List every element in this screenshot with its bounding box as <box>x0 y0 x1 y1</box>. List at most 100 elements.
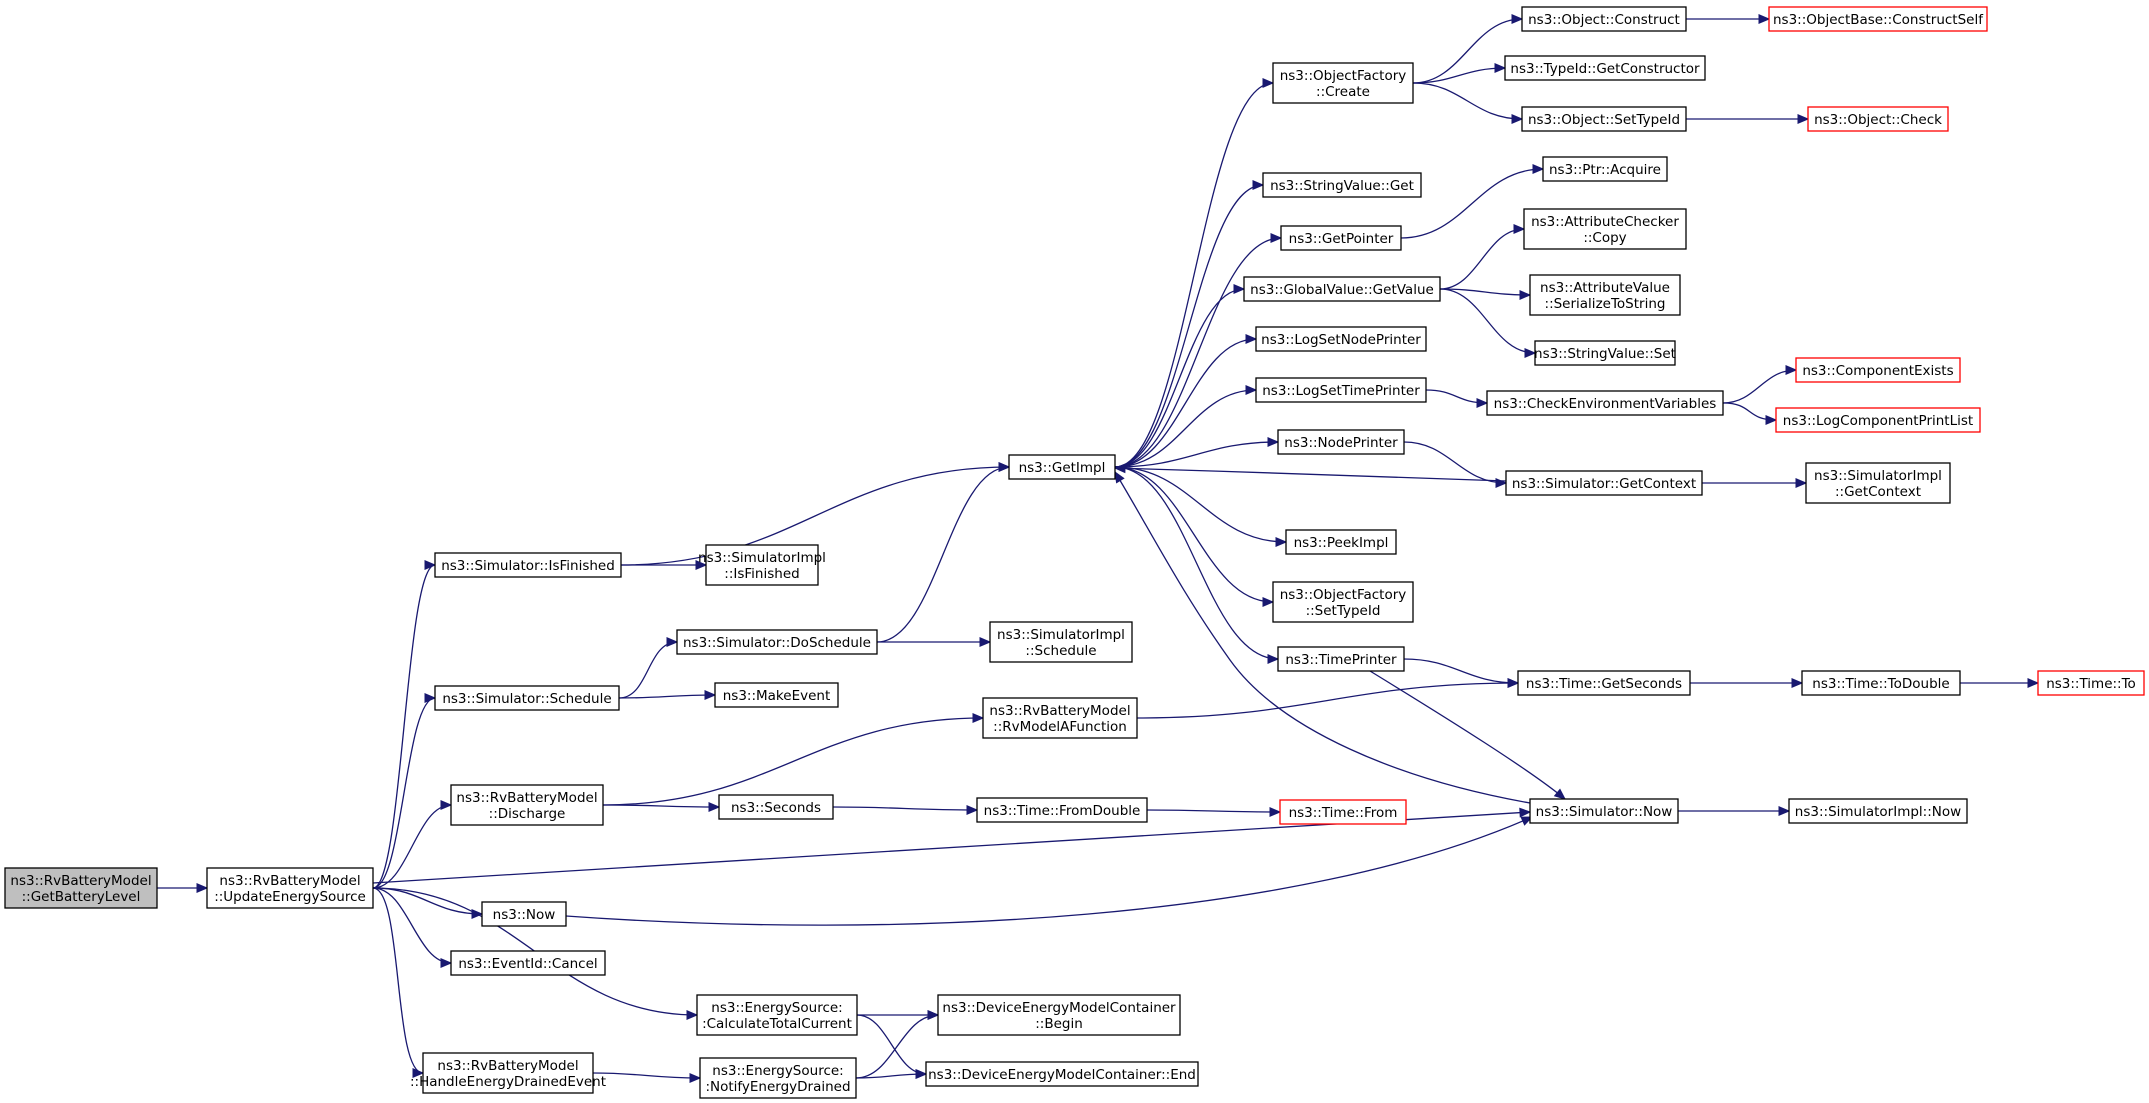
node-label-line: ::Begin <box>1035 1016 1083 1032</box>
node-cancel[interactable]: ns3::EventId::Cancel <box>450 950 606 976</box>
node-lognodeprinter[interactable]: ns3::LogSetNodePrinter <box>1255 326 1427 352</box>
node-box <box>206 867 374 909</box>
node-timegetsec[interactable]: ns3::Time::GetSeconds <box>1517 670 1691 696</box>
node-label-line: ns3::TimePrinter <box>1285 652 1397 668</box>
node-objbaseconstruct[interactable]: ns3::ObjectBase::ConstructSelf <box>1768 6 1988 32</box>
node-label-line: ns3::LogSetNodePrinter <box>1261 332 1421 348</box>
node-attrvalser[interactable]: ns3::AttributeValue::SerializeToString <box>1529 274 1681 316</box>
node-simimplgetctx[interactable]: ns3::SimulatorImpl::GetContext <box>1805 462 1951 504</box>
node-objcheck[interactable]: ns3::Object::Check <box>1807 106 1949 132</box>
arrow-head <box>1245 385 1258 395</box>
node-timefrom[interactable]: ns3::Time::From <box>1279 799 1407 825</box>
edge-getimpl-to-nodeprinter <box>1114 437 1280 468</box>
node-makeevent[interactable]: ns3::MakeEvent <box>714 682 839 708</box>
node-seconds[interactable]: ns3::Seconds <box>718 794 834 820</box>
node-nodeprinter[interactable]: ns3::NodePrinter <box>1277 429 1405 455</box>
node-label-line: ns3::ObjectFactory <box>1280 68 1407 84</box>
node-stringset[interactable]: ns3::StringValue::Set <box>1534 340 1676 366</box>
node-label-line: ns3::RvBatteryModel <box>437 1058 578 1074</box>
node-calctotal[interactable]: ns3::EnergySource::CalculateTotalCurrent <box>696 994 858 1036</box>
edge-getimpl-to-lognodeprinter <box>1114 334 1258 468</box>
edge-sched-to-dosched <box>618 637 679 699</box>
edge-line <box>372 697 436 889</box>
node-ptracquire[interactable]: ns3::Ptr::Acquire <box>1542 156 1668 182</box>
node-timeto[interactable]: ns3::Time::To <box>2037 670 2145 696</box>
edge-objconstruct-to-objbaseconstruct <box>1686 14 1771 24</box>
node-ofsettypeid[interactable]: ns3::ObjectFactory::SetTypeId <box>1272 581 1414 623</box>
node-ofcreate[interactable]: ns3::ObjectFactory::Create <box>1272 62 1414 104</box>
node-logtimeprinter[interactable]: ns3::LogSetTimePrinter <box>1255 377 1427 403</box>
node-peekimpl[interactable]: ns3::PeekImpl <box>1285 529 1397 555</box>
node-rvmodel[interactable]: ns3::RvBatteryModel::RvModelAFunction <box>982 697 1138 739</box>
node-box <box>1505 470 1703 496</box>
arrow-head <box>704 690 717 700</box>
edge-timetodouble-to-timeto <box>1959 678 2040 688</box>
node-checkenv[interactable]: ns3::CheckEnvironmentVariables <box>1486 390 1724 416</box>
node-label-line: ::Create <box>1316 84 1370 100</box>
node-isfin[interactable]: ns3::Simulator::IsFinished <box>434 552 622 578</box>
node-demend[interactable]: ns3::DeviceEnergyModelContainer::End <box>925 1061 1199 1087</box>
edge-line <box>1114 184 1264 468</box>
edge-line <box>1114 466 1274 603</box>
node-notifydrained[interactable]: ns3::EnergySource::NotifyEnergyDrained <box>699 1057 857 1099</box>
node-handledrained[interactable]: ns3::RvBatteryModel::HandleEnergyDrained… <box>410 1052 606 1094</box>
edge-line <box>1146 809 1281 813</box>
node-attrcheckercopy[interactable]: ns3::AttributeChecker::Copy <box>1523 208 1687 250</box>
node-box <box>1277 429 1405 455</box>
node-stringget[interactable]: ns3::StringValue::Get <box>1262 172 1422 198</box>
node-timetodouble[interactable]: ns3::Time::ToDouble <box>1801 670 1961 696</box>
arrow-head <box>1113 463 1126 474</box>
edge-line <box>1114 82 1274 468</box>
edge-ues-to-discharge <box>372 800 453 889</box>
node-label-line: :NotifyEnergyDrained <box>705 1079 850 1095</box>
node-getpointer[interactable]: ns3::GetPointer <box>1280 225 1402 251</box>
node-gvgetvalue[interactable]: ns3::GlobalValue::GetValue <box>1243 276 1441 302</box>
node-box <box>1768 6 1988 32</box>
node-label-line: ns3::StringValue::Get <box>1270 178 1414 194</box>
node-getimpl[interactable]: ns3::GetImpl <box>1008 454 1116 480</box>
node-typeidgetctor[interactable]: ns3::TypeId::GetConstructor <box>1504 55 1706 81</box>
node-fromdouble[interactable]: ns3::Time::FromDouble <box>976 797 1148 823</box>
node-logcompprint[interactable]: ns3::LogComponentPrintList <box>1775 407 1981 433</box>
node-box <box>718 794 834 820</box>
node-timeprinter[interactable]: ns3::TimePrinter <box>1277 646 1405 672</box>
node-simgetctx[interactable]: ns3::Simulator::GetContext <box>1505 470 1703 496</box>
edge-line <box>876 466 1010 643</box>
arrow-head <box>424 560 437 570</box>
node-dosched[interactable]: ns3::Simulator::DoSchedule <box>676 629 878 655</box>
edge-isfin-to-simimpl_isfin <box>620 560 708 570</box>
node-objsettypeid[interactable]: ns3::Object::SetTypeId <box>1521 106 1687 132</box>
arrow-head <box>972 713 985 723</box>
node-box <box>1504 55 1706 81</box>
node-box <box>696 994 858 1036</box>
edge-dosched-to-simimpl_sched <box>877 637 992 647</box>
node-simimplnow[interactable]: ns3::SimulatorImpl::Now <box>1788 798 1968 824</box>
edge-timeprinter-to-simnow <box>1369 670 1566 800</box>
node-label-line: ns3::RvBatteryModel <box>10 873 151 889</box>
arrow-head <box>1519 807 1532 818</box>
node-simimpl_sched[interactable]: ns3::SimulatorImpl::Schedule <box>989 621 1133 663</box>
node-box <box>1521 6 1687 32</box>
arrow-head <box>1519 290 1532 300</box>
arrow-head <box>424 693 437 703</box>
arrow-head <box>1511 14 1524 24</box>
node-compexists[interactable]: ns3::ComponentExists <box>1795 357 1961 383</box>
node-dembegin[interactable]: ns3::DeviceEnergyModelContainer::Begin <box>937 994 1181 1036</box>
node-box <box>1243 276 1441 302</box>
node-discharge[interactable]: ns3::RvBatteryModel::Discharge <box>450 784 604 826</box>
edge-ofcreate-to-objsettypeid <box>1412 82 1524 124</box>
edge-ues-to-now <box>372 887 484 919</box>
arrow-head <box>1267 437 1280 447</box>
arrow-head <box>979 637 992 647</box>
node-root: ns3::RvBatteryModel::GetBatteryLevel <box>4 867 158 909</box>
node-sched[interactable]: ns3::Simulator::Schedule <box>434 685 620 711</box>
node-simimpl_isfin[interactable]: ns3::SimulatorImpl::IsFinished <box>698 544 826 586</box>
edge-line <box>1403 658 1519 684</box>
node-box <box>714 682 839 708</box>
node-objconstruct[interactable]: ns3::Object::Construct <box>1521 6 1687 32</box>
node-box <box>937 994 1181 1036</box>
node-simnow[interactable]: ns3::Simulator::Now <box>1529 798 1679 824</box>
arrow-head <box>1758 14 1771 24</box>
node-now[interactable]: ns3::Now <box>481 901 567 927</box>
node-ues[interactable]: ns3::RvBatteryModel::UpdateEnergySource <box>206 867 374 909</box>
